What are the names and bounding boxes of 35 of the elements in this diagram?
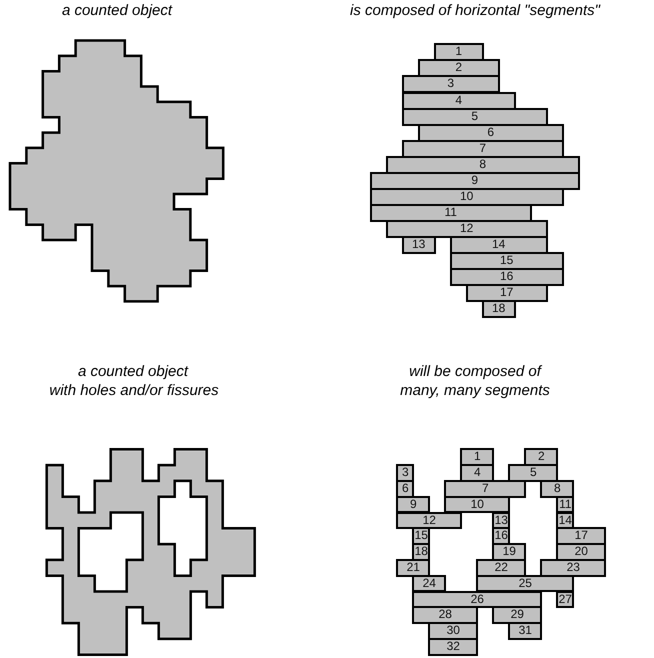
- segment-bar: 3: [402, 75, 500, 94]
- segment-bar: 18: [482, 300, 516, 318]
- segment-bar: 12: [386, 220, 548, 238]
- segment-bar: 10: [444, 496, 510, 514]
- segment-bar: 16: [450, 268, 564, 286]
- segment-bar: 24: [412, 574, 446, 592]
- segment-bar: 9: [396, 496, 430, 514]
- segment-bar: 10: [370, 188, 564, 206]
- segment-bar: 22: [476, 558, 526, 577]
- segment-bar: 21: [396, 558, 430, 577]
- segment-bar: 8: [540, 480, 574, 498]
- caption-text: a counted object: [62, 2, 172, 20]
- caption-text: a counted object: [78, 363, 188, 381]
- segment-bar: 31: [508, 622, 542, 640]
- segment-bar: 17: [466, 284, 548, 302]
- segment-bar: 4: [402, 92, 516, 110]
- caption-text: is composed of horizontal "segments": [350, 2, 600, 20]
- segment-bar: 7: [402, 140, 564, 158]
- segment-bar: 7: [444, 480, 526, 498]
- segment-bar: 32: [428, 638, 478, 656]
- caption-text: will be composed of: [409, 363, 541, 381]
- segment-bar: 28: [412, 606, 478, 624]
- segment-bar: 5: [402, 108, 548, 126]
- segment-bar: 23: [540, 558, 606, 577]
- segment-bar: 25: [476, 574, 574, 592]
- segment-bar: 13: [402, 236, 436, 254]
- caption-text: with holes and/or fissures: [49, 382, 219, 400]
- segment-bar: 12: [396, 512, 462, 530]
- segment-bar: 8: [386, 156, 580, 174]
- segment-bar: 11: [370, 204, 532, 222]
- segment-bar: 27: [556, 590, 574, 608]
- caption-text: many, many segments: [400, 382, 550, 400]
- segment-bar: 5: [508, 464, 558, 482]
- segment-bar: 29: [492, 606, 542, 624]
- segment-bar: 9: [370, 172, 580, 190]
